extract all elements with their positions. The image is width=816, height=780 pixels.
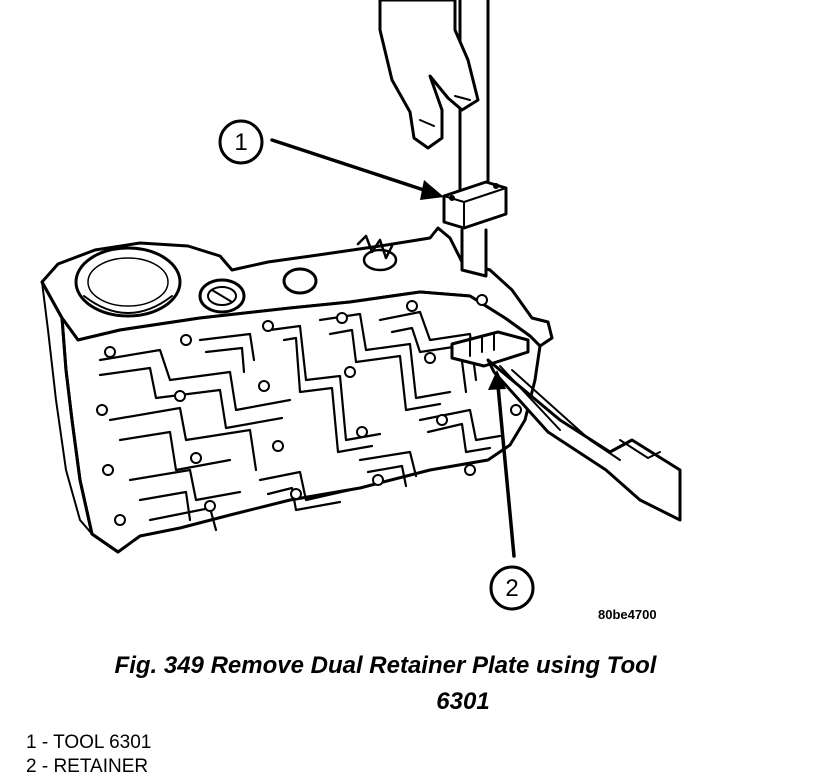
large-bore xyxy=(74,246,182,318)
leader-1 xyxy=(270,138,432,194)
legend-item-1: 1 - TOOL 6301 xyxy=(26,732,152,753)
hand xyxy=(378,0,480,150)
legend-item-2: 2 - RETAINER xyxy=(26,756,149,777)
callout-2-label: 2 xyxy=(505,575,518,602)
caption-line-2: 6301 xyxy=(436,688,490,715)
legend: 1 - TOOL 6301 2 - RETAINER xyxy=(26,731,151,779)
figure-caption: Fig. 349 Remove Dual Retainer Plate usin… xyxy=(0,648,816,720)
callout-2-circle xyxy=(489,565,535,611)
callout-1-circle xyxy=(218,119,264,165)
callout-1-label: 1 xyxy=(234,129,247,156)
valve-body-illustration: 1 2 xyxy=(40,0,682,611)
caption-line-1: Fig. 349 Remove Dual Retainer Plate usin… xyxy=(114,652,657,679)
image-code: 80be4700 xyxy=(598,607,657,622)
leader-2 xyxy=(496,384,516,558)
